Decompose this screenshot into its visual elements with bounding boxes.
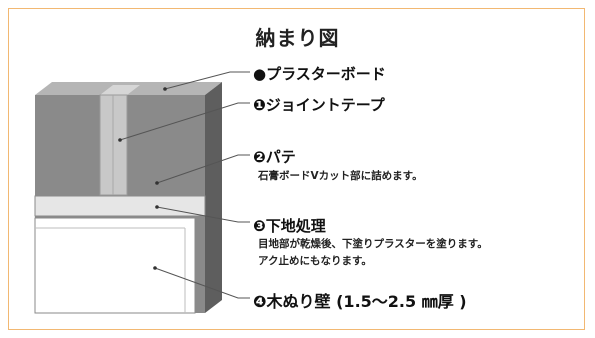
leader-dot-plaster-wall	[153, 266, 157, 270]
board-side-face	[205, 82, 222, 313]
leader-plaster-wall	[154, 267, 250, 299]
label-base-treatment: ❸下地処理	[253, 217, 326, 235]
leader-joint-tape	[119, 102, 250, 141]
leader-dot-putty	[155, 181, 159, 185]
label-plaster-board: ●プラスターボード	[253, 65, 386, 83]
label-base-note-2: アク止めにもなります。	[258, 255, 372, 267]
diagram-title: 納まり図	[255, 26, 340, 50]
label-plaster-wall: ❹木ぬり壁 (1.5～2.5 ㎜厚 )	[253, 292, 467, 311]
leader-putty	[156, 154, 250, 184]
label-joint-tape: ❶ジョイントテープ	[253, 96, 385, 114]
leader-dot-base	[155, 205, 159, 209]
leader-dot-plaster-board	[163, 87, 167, 91]
leader-plaster-board	[164, 71, 250, 90]
joint-tape-top	[100, 85, 140, 95]
leader-dot-joint-tape	[118, 138, 122, 142]
label-putty: ❷パテ	[253, 148, 296, 166]
label-putty-note: 石膏ボードVカット部に詰めます。	[258, 170, 423, 182]
base-layer	[34, 195, 206, 217]
finish-plaster-layer	[34, 217, 196, 314]
leader-base	[156, 206, 250, 223]
label-base-note-1: 目地部が乾燥後、下塗りプラスターを塗ります。	[258, 238, 488, 250]
